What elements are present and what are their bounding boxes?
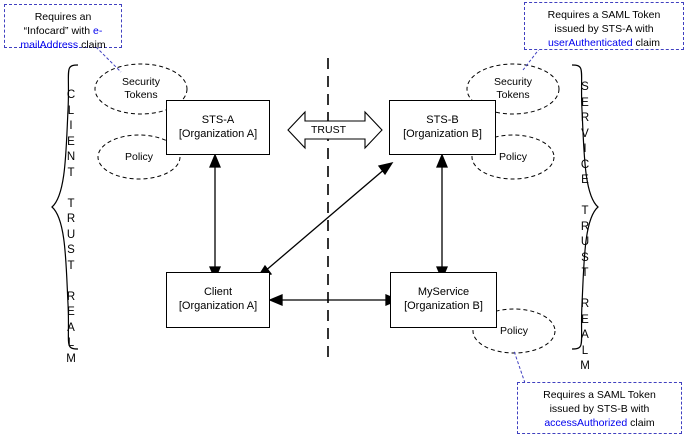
callout-infocard-leader [95, 46, 122, 73]
callout-user-authenticated-post: claim [632, 37, 661, 50]
connector-sts-a-client [209, 153, 221, 281]
trust-arrow [287, 110, 383, 150]
callout-infocard-pre: Requires an “Infocard” with [23, 11, 92, 38]
callout-user-authenticated-pre: Requires a SAML Token issued by STS-A wi… [547, 9, 661, 36]
callout-infocard-post: claim [78, 39, 106, 52]
node-sts-b-title: STS-B [426, 113, 459, 126]
node-myservice-title: MyService [417, 286, 470, 299]
callout-access-authorized-claim: accessAuthorized [544, 417, 628, 430]
connector-client-myservice [268, 294, 400, 306]
callout-access-authorized-leader [513, 350, 526, 384]
node-sts-a[interactable]: STS-A [Organization A] [166, 100, 270, 155]
callout-access-authorized-pre: Requires a SAML Token issued by STS-B wi… [543, 389, 656, 416]
callout-infocard-claim: e-mailAddress [20, 25, 103, 52]
connector-sts-b-myservice [436, 153, 448, 281]
left-brace [51, 64, 79, 350]
node-client[interactable]: Client [Organization A] [166, 272, 270, 328]
trust-arrow-label: TRUST [311, 124, 346, 136]
callout-access-authorized-post: claim [627, 417, 655, 430]
callout-access-authorized: Requires a SAML Token issued by STS-B wi… [517, 382, 682, 434]
node-client-title: Client [203, 286, 233, 299]
callout-infocard: Requires an “Infocard” with e-mailAddres… [4, 4, 122, 52]
connector-sts-b-client-diagonal [256, 162, 394, 278]
node-myservice-org: [Organization B] [404, 300, 483, 312]
node-sts-b[interactable]: STS-B [Organization B] [389, 100, 496, 155]
service-trust-realm-label: S E R V I C E T R U S T R E A L M [580, 81, 590, 372]
callout-user-authenticated: Requires a SAML Token issued by STS-A wi… [524, 2, 684, 50]
node-myservice[interactable]: MyService [Organization B] [390, 272, 497, 328]
node-client-org: [Organization A] [178, 300, 258, 312]
node-sts-a-org: [Organization A] [178, 127, 258, 140]
security-tokens-a-ellipse [94, 63, 188, 115]
client-trust-realm-label: C L I E N T T R U S T R E A L M [66, 89, 76, 365]
node-sts-a-title: STS-A [201, 113, 235, 126]
callout-user-authenticated-claim: userAuthenticated [547, 37, 633, 50]
policy-a-ellipse [97, 134, 181, 180]
right-brace [571, 64, 599, 350]
node-sts-b-org: [Organization B] [403, 127, 482, 140]
